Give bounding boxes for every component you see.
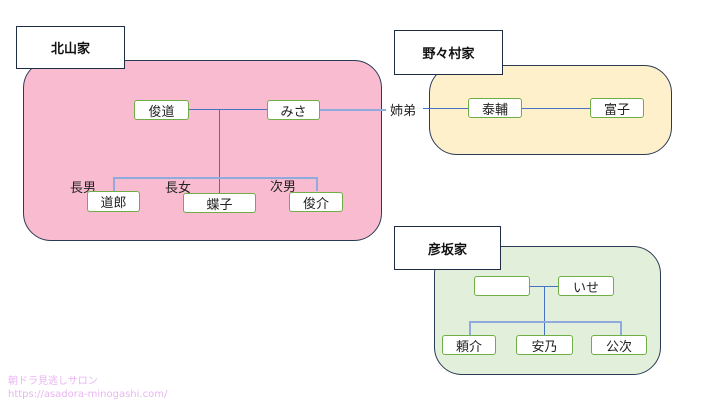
child3-drop-line xyxy=(316,177,318,191)
child1-drop-line xyxy=(469,321,471,336)
sibling-relation-line-left xyxy=(319,109,386,111)
watermark-site-name: 朝ドラ見逃しサロン xyxy=(8,376,98,387)
child1-drop-line xyxy=(113,177,115,191)
person-raisuke[interactable]: 頼介 xyxy=(442,335,496,355)
siblings-line xyxy=(469,321,622,323)
child3-drop-line xyxy=(620,321,622,336)
couple-connector-line xyxy=(521,108,592,109)
sibling-relation-line-right xyxy=(423,108,469,109)
person-toshimichi[interactable]: 俊道 xyxy=(134,100,189,120)
child-role-label: 長女 xyxy=(165,181,192,196)
person-ise[interactable]: いせ xyxy=(558,276,614,296)
kitayama-family-title: 北山家 xyxy=(16,26,125,69)
person-tomiko[interactable]: 富子 xyxy=(590,98,644,118)
person-shunsuke[interactable]: 俊介 xyxy=(289,192,343,212)
person-koji[interactable]: 公次 xyxy=(591,335,647,355)
nonomura-family-title: 野々村家 xyxy=(394,30,503,75)
watermark-url[interactable]: https://asadora-minogashi.com/ xyxy=(8,389,168,400)
parents-connector-line xyxy=(528,286,559,287)
person-choko[interactable]: 蝶子 xyxy=(183,193,256,213)
person-taisuke[interactable]: 泰輔 xyxy=(468,98,522,118)
relation-label: 姉弟 xyxy=(390,104,417,119)
children-drop-line xyxy=(219,109,220,193)
child-role-label: 次男 xyxy=(270,180,297,195)
person-michio[interactable]: 道郎 xyxy=(87,191,140,212)
person-unnamed-father[interactable] xyxy=(474,276,530,296)
parents-connector-line xyxy=(188,109,268,110)
person-misa[interactable]: みさ xyxy=(267,100,320,120)
siblings-line xyxy=(113,177,317,179)
hikosaka-family-title: 彦坂家 xyxy=(394,226,501,270)
person-yasuno[interactable]: 安乃 xyxy=(516,335,573,355)
kitayama-family-area xyxy=(23,60,382,241)
children-drop-line xyxy=(544,286,545,337)
